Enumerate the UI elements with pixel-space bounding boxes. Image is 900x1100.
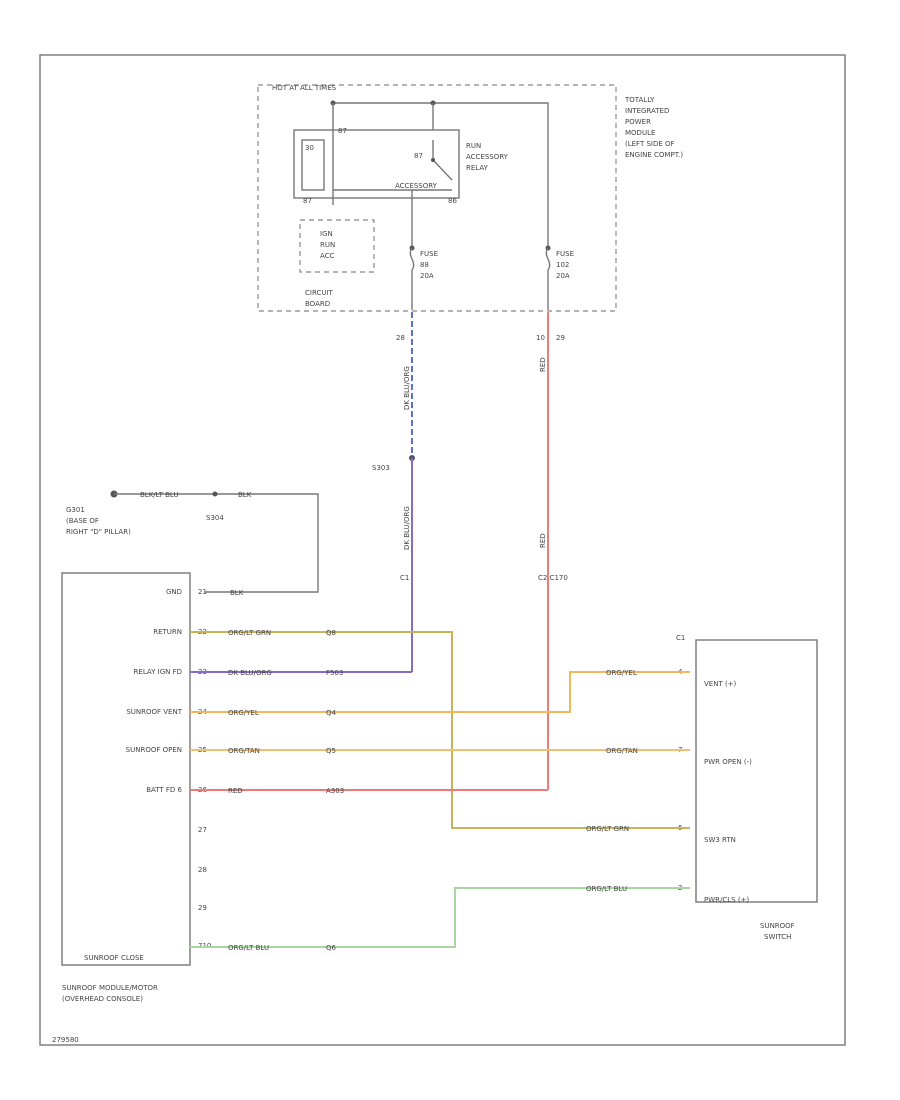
module-pin-number: 21: [198, 588, 207, 596]
hot-bus: [333, 102, 549, 248]
circuit-sunroof-vent: Q4: [326, 709, 337, 717]
ground: BLK/LT BLU BLK S304 G301 (BASE OF RIGHT …: [66, 490, 319, 593]
wire-color-pwr-close: ORG/LT BLU: [228, 944, 269, 952]
relay-pin-switch: 87: [414, 152, 423, 160]
fuse-box-dashed-border: [257, 84, 617, 312]
fuse2-pin: 29: [556, 334, 565, 342]
switch-wire-color-rtn: ORG/LT GRN: [586, 825, 629, 833]
module-pin-number: 29: [198, 904, 207, 912]
switch-pin-name: SW3 RTN: [704, 836, 736, 844]
ground-wire-color-2: BLK: [238, 491, 252, 499]
circuit-relay-ign: F503: [326, 669, 343, 677]
wire-color-gnd: BLK: [230, 589, 244, 597]
wire-pwr-close: [190, 887, 690, 948]
circuit-return: Q8: [326, 629, 336, 637]
switch-pin-name: PWR/CLS (+): [704, 896, 749, 904]
switch-title: SUNROOF SWITCH: [760, 922, 797, 941]
module-pin-name: RETURN: [153, 628, 182, 636]
left-connector-label: C1: [400, 574, 409, 582]
fuse2-pin-b: 10: [536, 334, 545, 342]
module-pin-number: 27: [198, 826, 207, 834]
ign-run-acc-box: [299, 219, 375, 273]
fuse1-pin: 28: [396, 334, 405, 342]
ground-splice-label: S304: [206, 514, 224, 522]
wire-color-batt: RED: [228, 787, 243, 795]
module-pin-number: 28: [198, 866, 207, 874]
ground-location: G301 (BASE OF RIGHT "D" PILLAR): [66, 506, 131, 536]
module-pin-name: GND: [166, 588, 182, 596]
red-feed-wire-label-upper: RED: [539, 357, 547, 372]
switch-wire-color-close: ORG/LT BLU: [586, 885, 627, 893]
harness-wires: Q8 F503 Q4 Q5 A303 Q6 BLK ORG/LT GRN DK …: [190, 589, 690, 952]
wire-color-open: ORG/TAN: [228, 747, 260, 755]
purple-feed-wire-label: DK BLU/ORG: [403, 506, 411, 550]
module-footer: SUNROOF CLOSE: [84, 954, 144, 962]
feed-wires: DK BLU/ORG S303 DK BLU/ORG C1 RED RED C2…: [372, 312, 568, 790]
wire-color-return: ORG/LT GRN: [228, 629, 271, 637]
fuse-box: HOT AT ALL TIMES TOTALLY INTEGRATED POWE…: [257, 84, 683, 342]
ground-wire: [114, 493, 319, 593]
circuit-board-label: CIRCUIT BOARD: [305, 289, 335, 308]
switch-wire-color-vent: ORG/YEL: [606, 669, 637, 677]
relay-pin-top: 87: [338, 127, 347, 135]
ign-run-acc-label: IGN RUN ACC: [320, 230, 337, 260]
module-box: [61, 572, 191, 966]
splice-label: S303: [372, 464, 390, 472]
red-feed-wire-label-lower: RED: [539, 533, 547, 548]
wire-sunroof-vent: [190, 671, 690, 713]
relay-switch-contact: [432, 140, 453, 181]
wire-return: [190, 631, 690, 829]
circuit-sunroof-open: Q5: [326, 747, 336, 755]
relay-pin-left: 30: [305, 144, 314, 152]
relay-label: RUN ACCESSORY RELAY: [466, 142, 510, 172]
switch-pin-name: PWR OPEN (-): [704, 758, 752, 766]
fuse-box-name: TOTALLY INTEGRATED POWER MODULE (LEFT SI…: [624, 96, 683, 159]
fuse2-symbol: [545, 247, 551, 271]
module-pin-name: RELAY IGN FD: [134, 668, 182, 676]
right-connector-label: C2 C170: [538, 574, 568, 582]
switch-pin-name: VENT (+): [704, 680, 737, 688]
relay-coil-label: ACCESSORY: [395, 182, 438, 190]
fuse1-symbol: [409, 247, 415, 271]
fuse2-label: FUSE 102 20A: [556, 250, 576, 280]
ground-splice-node: [212, 491, 218, 497]
module-pin-name: SUNROOF VENT: [126, 708, 182, 716]
footer-code: 279580: [52, 1036, 79, 1044]
circuit-pwr-close: Q6: [326, 944, 337, 952]
wire-color-vent: ORG/YEL: [228, 709, 259, 717]
ground-wire-color: BLK/LT BLU: [140, 491, 179, 499]
relay-box: [293, 129, 460, 199]
switch-wire-color-open: ORG/TAN: [606, 747, 638, 755]
sunroof-module: SUNROOF CLOSE SUNROOF MODULE/MOTOR (OVER…: [61, 572, 212, 1003]
fuse1-label: FUSE 88 20A: [420, 250, 440, 280]
switch-connector-label: C1: [676, 634, 685, 642]
wire-color-relay-ign: DK BLU/ORG: [228, 669, 272, 677]
module-pin-name: BATT FD 6: [146, 786, 182, 794]
diagram-frame: [39, 54, 846, 1046]
switch-box: [695, 639, 818, 903]
fuse-box-header: HOT AT ALL TIMES: [272, 84, 337, 92]
relay-pin-mid: 86: [448, 197, 457, 205]
circuit-batt-feed: A303: [326, 787, 344, 795]
blue-feed-wire-label: DK BLU/ORG: [403, 366, 411, 410]
module-title: SUNROOF MODULE/MOTOR (OVERHEAD CONSOLE): [62, 984, 160, 1003]
relay-pin-ground: 87: [303, 197, 312, 205]
relay-contact-node: [431, 158, 435, 162]
relay-coil: [301, 139, 325, 191]
module-pin-name: SUNROOF OPEN: [126, 746, 182, 754]
